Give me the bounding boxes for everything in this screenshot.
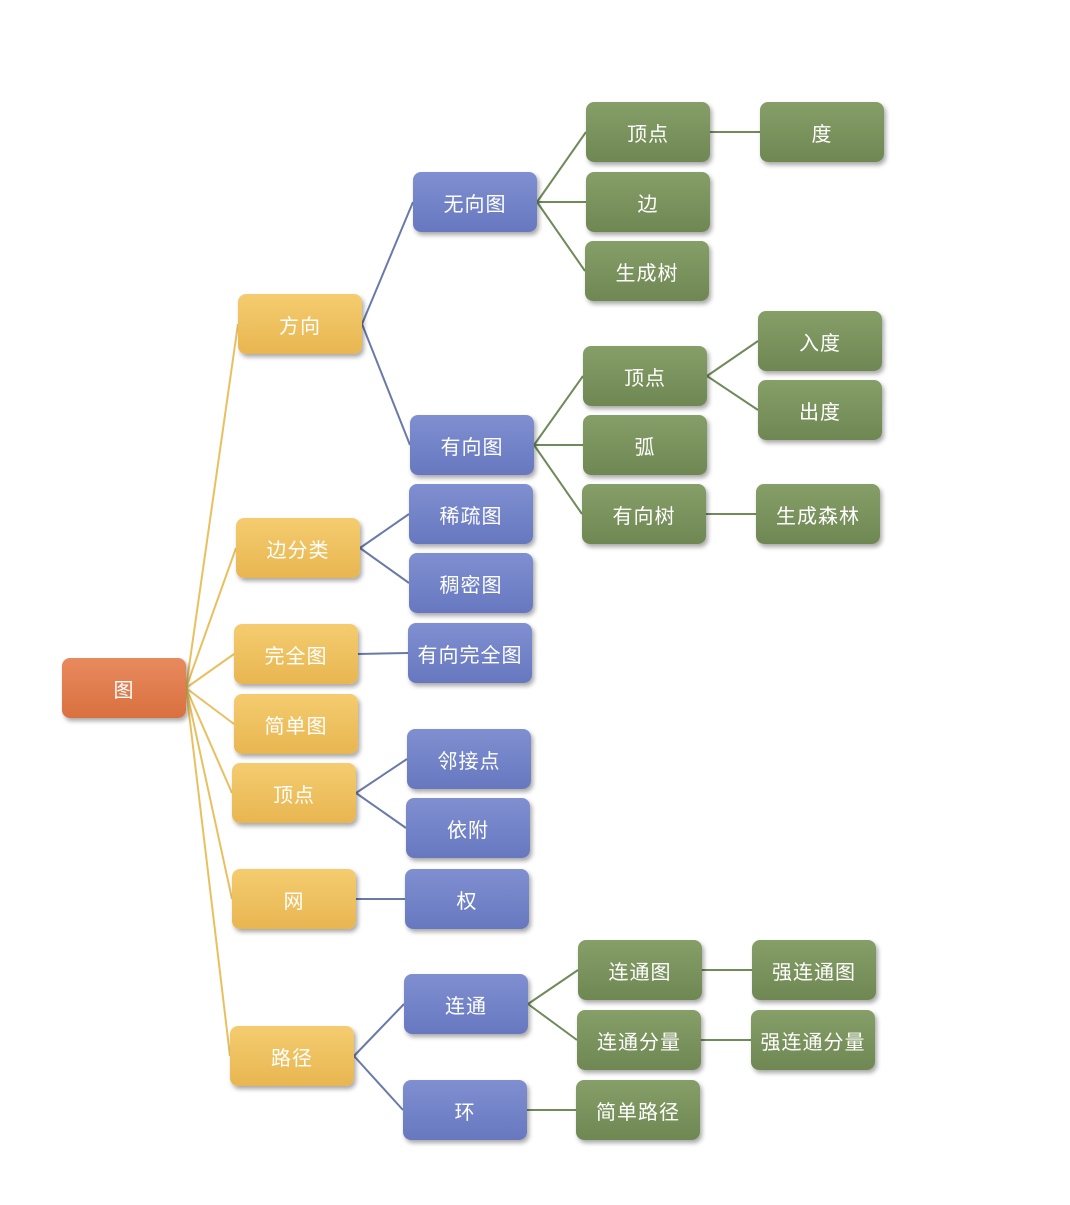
node-wang: 网 [232,869,356,929]
node-quan: 权 [405,869,529,929]
node-fangxiang: 方向 [238,294,362,354]
link-wanquantu-youxiangwanquantu [357,652,409,655]
node-shengchengshu: 生成树 [585,241,709,301]
link-tu-bianfenlei [185,547,237,689]
link-wuxiangtu-wx_dingdian [536,131,587,203]
node-dingdian: 顶点 [232,763,356,823]
link-fangxiang-wuxiangtu [361,201,414,325]
node-shengchengsenlin: 生成森林 [756,484,880,544]
link-yx_dingdian-rudu [706,340,759,377]
root-node-tu: 图 [62,658,186,718]
link-tu-lujing [185,687,231,1057]
node-xishutu: 稀疏图 [409,484,533,544]
node-yifu: 依附 [406,798,530,858]
link-tu-dingdian1 [185,687,233,794]
node-jiandantu: 简单图 [234,694,358,754]
node-qiangliantongfenliang: 强连通分量 [751,1010,875,1070]
link-dingdian1-linjiedian [355,758,408,794]
node-youxiangwanquantu: 有向完全图 [408,623,532,683]
link-wuxiangtu-wx_shengchengshu [536,201,586,272]
node-linjiedian: 邻接点 [407,729,531,789]
link-liantong-lt_liantongfenliang [527,1003,578,1041]
node-hu: 弧 [583,415,707,475]
node-chudu: 出度 [758,380,882,440]
link-bianfenlei-choumitu [359,547,410,584]
link-lujing-huan [353,1055,404,1111]
node-lujing: 路径 [230,1026,354,1086]
node-rudu: 入度 [758,311,882,371]
link-tu-fangxiang [185,323,239,689]
link-tu-wanquantu [185,653,235,689]
node-choumitu: 稠密图 [409,553,533,613]
link-fangxiang-youxiangtu [361,323,411,446]
node-wuxiangtu-dingdian: 顶点 [586,102,710,162]
node-qiangliantongtu: 强连通图 [752,940,876,1000]
node-wanquantu: 完全图 [234,624,358,684]
node-liantongtu: 连通图 [578,940,702,1000]
node-liantong: 连通 [404,974,528,1034]
link-bianfenlei-xishutu [359,513,410,549]
node-du: 度 [760,102,884,162]
link-tu-wang [185,687,233,900]
link-youxiangtu-yx_youxiangshu [533,444,583,515]
node-youxiangtu: 有向图 [410,415,534,475]
link-lujing-liantong [353,1003,405,1057]
node-bianfenlei: 边分类 [236,518,360,578]
node-wuxiangtu-bian: 边 [586,172,710,232]
link-yx_dingdian-chudu [706,375,759,411]
node-youxiangtu-dingdian: 顶点 [583,346,707,406]
link-dingdian1-yifu [355,792,407,829]
link-liantong-lt_liantongtu [527,969,579,1005]
node-liantongfenliang: 连通分量 [577,1010,701,1070]
node-jiandanlujing: 简单路径 [576,1080,700,1140]
node-huan: 环 [403,1080,527,1140]
node-wuxiangtu: 无向图 [413,172,537,232]
link-tu-jiandantu [185,687,235,725]
link-youxiangtu-yx_dingdian [533,375,584,446]
node-youxiangshu: 有向树 [582,484,706,544]
